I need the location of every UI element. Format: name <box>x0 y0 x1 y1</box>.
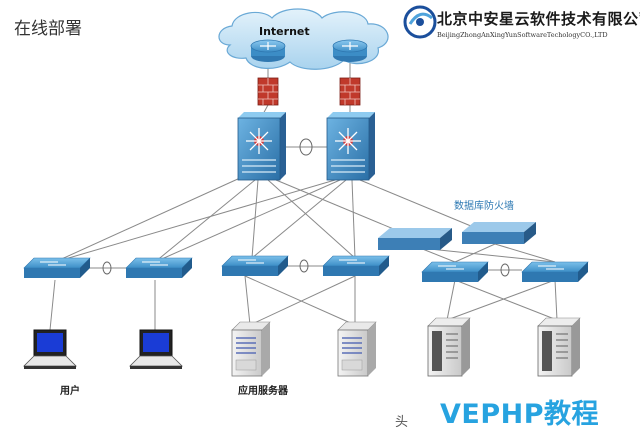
access-switch-icon <box>521 261 589 282</box>
core-switch-icon <box>237 112 286 181</box>
database-server-icon <box>537 317 581 377</box>
router-icon <box>332 39 368 62</box>
application-server-icon <box>337 321 377 377</box>
core-switch-icon <box>326 112 375 181</box>
database-firewall-appliance-icon <box>378 228 452 250</box>
company-name: 北京中安星云软件技术有限公司 <box>437 10 640 28</box>
access-switch-icon <box>221 255 289 276</box>
slide-title: 在线部署 <box>14 19 82 39</box>
database-server-icon <box>427 317 471 377</box>
access-switch-icon <box>125 257 193 278</box>
internet-cloud-label: Internet <box>259 25 310 38</box>
laptop-icon <box>129 329 183 369</box>
watermark-prefix: 头 <box>395 415 409 430</box>
internet-cloud <box>218 8 389 70</box>
watermark-text: VEPHP教程 <box>440 399 600 430</box>
access-switch-icon <box>322 255 390 276</box>
access-switch-icon <box>421 261 489 282</box>
app-servers-label: 应用服务器 <box>238 386 288 397</box>
company-logo-icon <box>403 5 437 39</box>
company-english-name: BeijingZhongAnXingYunSoftwareTechologyCO… <box>437 31 608 39</box>
access-switch-icon <box>23 257 91 278</box>
router-icon <box>250 39 286 62</box>
laptop-icon <box>23 329 77 369</box>
network-links <box>49 60 558 331</box>
database-firewall-label: 数据库防火墙 <box>454 201 514 212</box>
firewall-icon <box>339 77 361 106</box>
database-firewall-appliance-icon <box>462 222 536 244</box>
firewall-icon <box>257 77 279 106</box>
application-server-icon <box>231 321 271 377</box>
link-bundle-markers <box>102 138 510 277</box>
users-label: 用户 <box>60 386 80 397</box>
